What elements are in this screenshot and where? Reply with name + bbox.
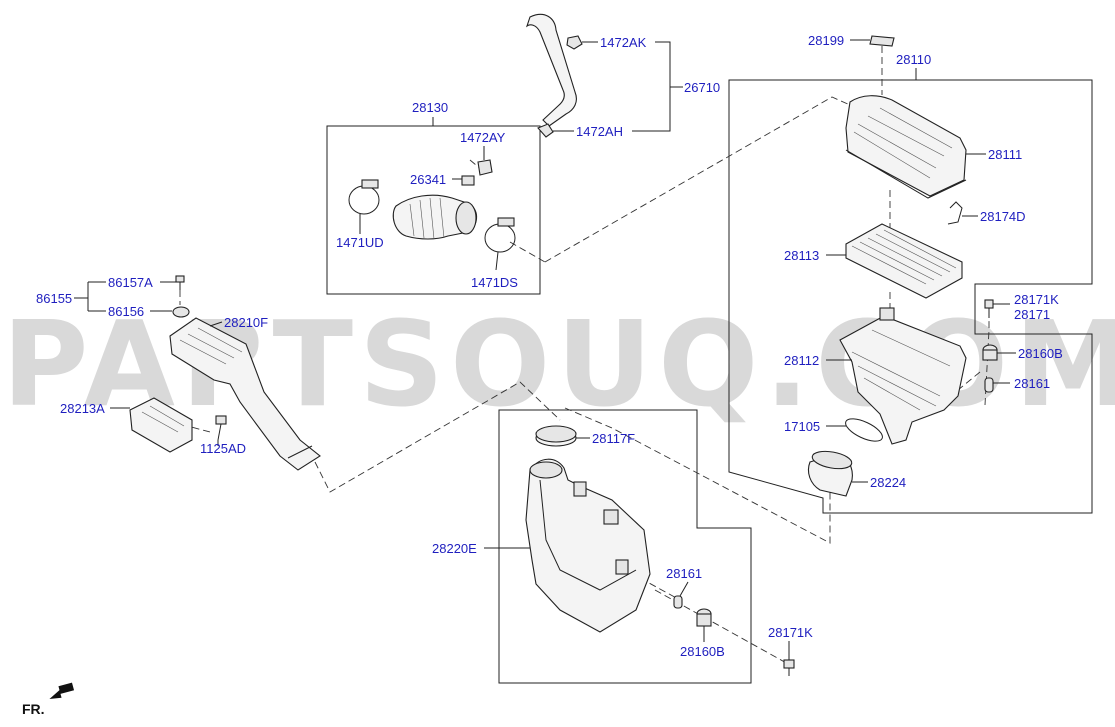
clip-28174d-part[interactable] [947,201,963,225]
callout-86156[interactable]: 86156 [108,304,144,319]
dashed-connector [564,407,831,544]
callout-28171[interactable]: 28171 [1014,307,1050,322]
callout-1472ah[interactable]: 1472AH [576,124,623,139]
callout-1472ak[interactable]: 1472AK [600,35,647,50]
callout-28160b-a[interactable]: 28160B [1018,346,1063,361]
group-box-28130 [326,125,541,295]
callout-28171k-b[interactable]: 28171K [768,625,813,640]
clip-1472ay-part[interactable] [477,159,493,176]
bolt-1125ad-part[interactable] [215,415,227,441]
gasket-28117f-part[interactable] [535,425,577,447]
callout-28199[interactable]: 28199 [808,33,844,48]
direction-label: FR. [22,701,45,717]
nipple-26341-part[interactable] [461,175,475,186]
bolt-86157a-part[interactable] [175,275,185,290]
callout-28210f[interactable]: 28210F [224,315,268,330]
air-intake-hose-part[interactable] [392,194,478,240]
leader-26710 [632,41,683,132]
label-28199-part[interactable] [869,35,895,47]
clip-1472ak-part[interactable] [566,35,583,50]
dashed-connector [639,577,681,601]
clip-1472ah-part[interactable] [537,123,554,138]
leader-28210f [209,321,223,327]
group-box-28220e [498,409,752,684]
clamp-1471ds-part[interactable] [484,217,516,253]
callout-28171k-a[interactable]: 28171K [1014,292,1059,307]
callout-28213a[interactable]: 28213A [60,401,105,416]
callout-28117f[interactable]: 28117F [592,431,635,446]
callout-28160b-b[interactable]: 28160B [680,644,725,659]
callout-28110[interactable]: 28110 [896,52,931,67]
air-cleaner-cover-part[interactable] [845,95,967,199]
leader-1471ds [495,251,499,271]
bracket-28213a-part[interactable] [129,397,193,453]
grommet-28160b-bottom-part[interactable] [696,608,712,627]
o-ring-17105-part[interactable] [842,414,885,445]
callout-28113[interactable]: 28113 [784,248,819,263]
air-cleaner-body-part[interactable] [839,307,967,445]
leader-86155 [74,281,106,312]
grommet-28160b-part[interactable] [982,344,998,361]
breather-hose-part[interactable] [525,13,577,127]
group-box-28110 [728,79,1093,514]
air-filter-element-part[interactable] [845,223,963,299]
callout-28112[interactable]: 28112 [784,353,819,368]
direction-arrow-icon [49,682,75,699]
dashed-connector [509,241,546,263]
callout-28224[interactable]: 28224 [870,475,906,490]
pin-28161-bottom-part[interactable] [673,595,683,609]
air-inlet-duct-part[interactable] [169,317,321,471]
callout-1472ay[interactable]: 1472AY [460,130,506,145]
callout-28220e[interactable]: 28220E [432,541,477,556]
dashed-connector [544,96,851,263]
callout-26341[interactable]: 26341 [410,172,446,187]
duct-28224-part[interactable] [807,449,853,497]
callout-28161-b[interactable]: 28161 [666,566,702,581]
bolt-28171k-bottom-part[interactable] [783,659,795,676]
dashed-connector [957,371,981,391]
callout-17105[interactable]: 17105 [784,419,820,434]
callout-86157a[interactable]: 86157A [108,275,153,290]
callout-28161-a[interactable]: 28161 [1014,376,1050,391]
callout-26710[interactable]: 26710 [684,80,720,95]
callout-28174d[interactable]: 28174D [980,209,1026,224]
grommet-86156-part[interactable] [172,306,190,318]
pin-28161-part[interactable] [984,377,994,393]
callout-1471ds[interactable]: 1471DS [471,275,518,290]
dashed-connector [654,589,791,666]
callout-1471ud[interactable]: 1471UD [336,235,384,250]
leader-28161-b [679,581,689,597]
dashed-connector [314,381,561,493]
callout-28111[interactable]: 28111 [988,147,1022,162]
clamp-1471ud-part[interactable] [348,179,380,215]
callout-1125ad[interactable]: 1125AD [200,441,246,456]
resonator-28220e-part[interactable] [525,458,651,633]
callout-28130[interactable]: 28130 [412,100,448,115]
callout-86155[interactable]: 86155 [36,291,72,306]
